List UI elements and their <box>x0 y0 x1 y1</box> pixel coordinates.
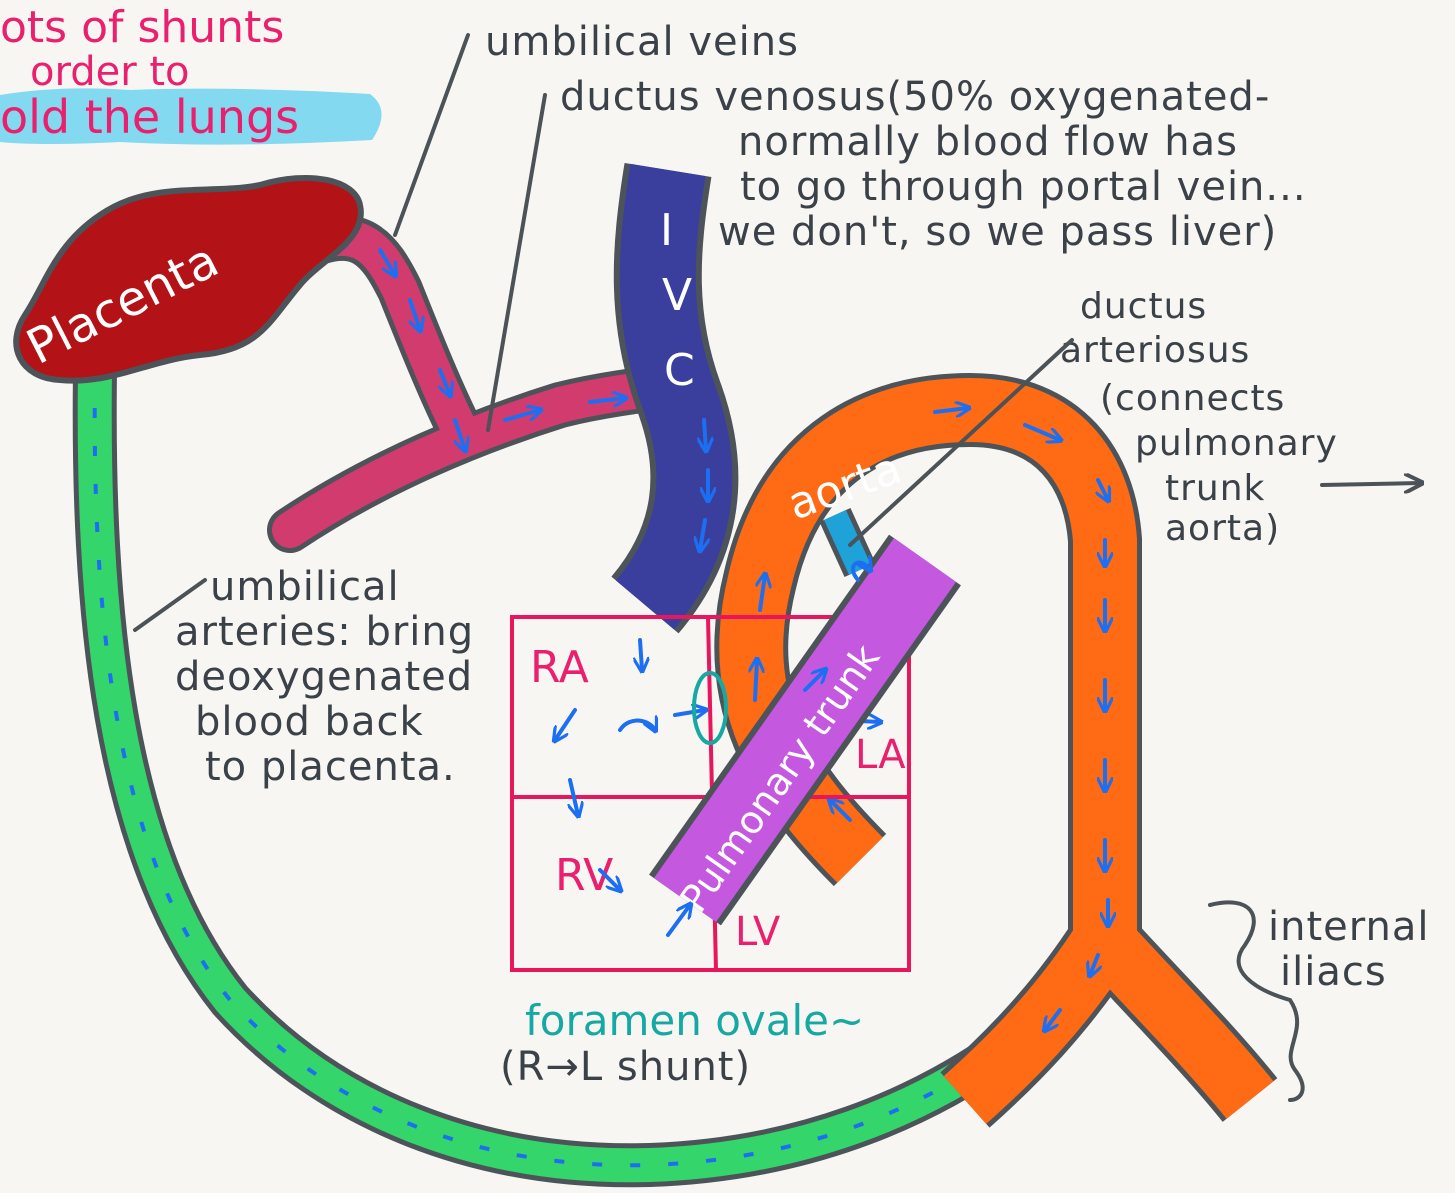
internal-iliacs-line-2: iliacs <box>1280 949 1387 995</box>
umbilical-arteries-line-3: deoxygenated <box>175 654 473 700</box>
la-label: LA <box>855 732 906 778</box>
ivc-letter-2: V <box>662 270 692 321</box>
ductus-venosus-line-3: to go through portal vein... <box>740 164 1307 210</box>
umbilical-arteries-line-4: blood back <box>195 699 424 745</box>
umbilical-veins-label: umbilical veins <box>485 19 799 65</box>
shunt-note-label: (R→L shunt) <box>500 1044 751 1090</box>
header-line-2: order to <box>30 49 190 95</box>
ductus-arteriosus-line-1: ductus <box>1080 286 1207 327</box>
header-line-3: old the lungs <box>0 90 299 144</box>
ra-label: RA <box>530 642 589 693</box>
header-text: ots of shunts order to old the lungs <box>0 2 299 144</box>
ductus-venosus-line-1: ductus venosus(50% oxygenated- <box>560 74 1270 120</box>
umbilical-arteries-line-5: to placenta. <box>205 744 456 790</box>
ductus-arteriosus-line-4: pulmonary <box>1135 423 1338 464</box>
ivc-letter-3: C <box>664 345 695 396</box>
umbilical-arteries-line-2: arteries: bring <box>175 609 474 655</box>
ductus-venosus-line-4: we don't, so we pass liver) <box>718 209 1277 255</box>
ductus-arteriosus-line-3: (connects <box>1100 378 1285 419</box>
foramen-ovale-note: foramen ovale~ (R→L shunt) <box>500 996 864 1090</box>
lv-label: LV <box>735 909 781 955</box>
ductus-arteriosus-line-2: arteriosus <box>1060 330 1250 371</box>
ivc-letter-1: I <box>660 205 673 256</box>
header-line-1: ots of shunts <box>0 2 284 53</box>
foramen-ovale-label: foramen ovale~ <box>525 996 864 1045</box>
umbilical-arteries-note: umbilical arteries: bring deoxygenated b… <box>135 564 474 790</box>
placenta-blob: Placenta <box>16 178 361 381</box>
umbilical-arteries-line-1: umbilical <box>210 564 400 610</box>
ductus-arteriosus-line-5: trunk <box>1165 468 1265 509</box>
internal-iliacs-line-1: internal <box>1268 904 1429 950</box>
ductus-venosus-line-2: normally blood flow has <box>738 119 1238 165</box>
ductus-arteriosus-line-6: aorta) <box>1165 508 1280 549</box>
